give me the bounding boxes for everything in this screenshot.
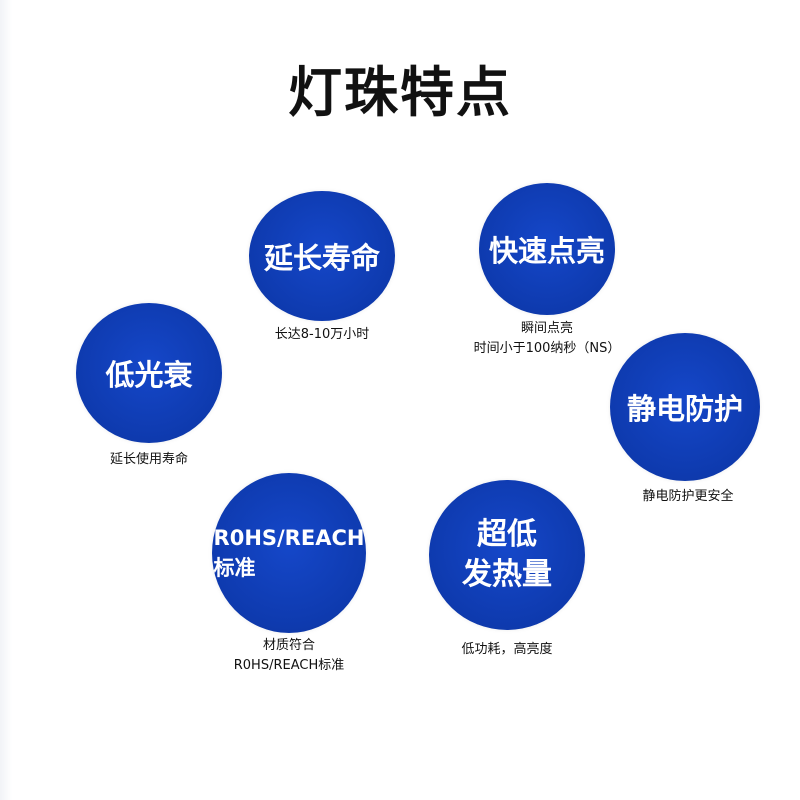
feature-label-longevity: 延长寿命 xyxy=(263,241,380,275)
feature-label-rohs-line2: 标准 xyxy=(213,556,256,580)
feature-label-quick-on: 快速点亮 xyxy=(488,234,605,268)
page-title: 灯珠特点 xyxy=(288,61,512,124)
feature-circle-esd: 静电防护 xyxy=(610,333,760,481)
feature-circle-longevity: 延长寿命 xyxy=(249,191,395,321)
feature-label-esd: 静电防护 xyxy=(626,392,743,426)
feature-caption-quick-on: 瞬间点亮 时间小于100纳秒（NS） xyxy=(447,319,647,359)
feature-caption-low-decay: 延长使用寿命 xyxy=(49,450,249,470)
caption-text: 静电防护更安全 xyxy=(642,489,734,504)
feature-circle-low-heat: 超低 发热量 xyxy=(429,480,585,630)
feature-circle-low-decay: 低光衰 xyxy=(76,303,222,443)
feature-label-low-heat-line1: 超低 xyxy=(477,517,537,552)
caption-line-2: 时间小于100纳秒（NS） xyxy=(473,341,621,356)
feature-caption-rohs: 材质符合 R0HS/REACH标准 xyxy=(189,636,389,676)
feature-label-low-decay: 低光衰 xyxy=(105,358,193,392)
feature-circle-quick-on: 快速点亮 xyxy=(479,183,615,315)
feature-caption-low-heat: 低功耗，高亮度 xyxy=(407,640,607,660)
feature-caption-esd: 静电防护更安全 xyxy=(593,487,783,507)
caption-text: 低功耗，高亮度 xyxy=(461,642,553,657)
caption-text: 延长使用寿命 xyxy=(109,452,188,467)
feature-caption-longevity: 长达8-10万小时 xyxy=(222,325,422,345)
feature-label-rohs-line1: R0HS/REACH xyxy=(213,526,365,550)
caption-line-1: 材质符合 xyxy=(262,638,315,653)
feature-circle-rohs: R0HS/REACH 标准 xyxy=(212,473,366,633)
caption-line-1: 瞬间点亮 xyxy=(520,321,573,336)
feature-label-low-heat-line2: 发热量 xyxy=(462,557,552,592)
left-edge-shade xyxy=(0,0,12,800)
caption-line-2: R0HS/REACH标准 xyxy=(233,658,345,673)
caption-text: 长达8-10万小时 xyxy=(274,327,370,342)
